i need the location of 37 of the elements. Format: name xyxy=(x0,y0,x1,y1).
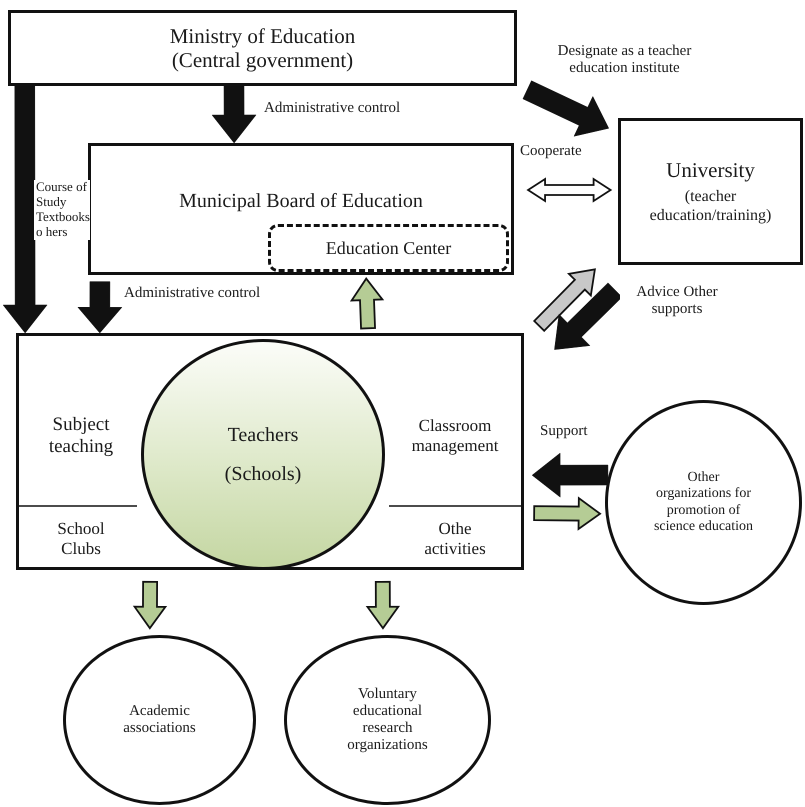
process-box xyxy=(88,143,514,275)
hollow-arrow xyxy=(350,277,384,330)
node-label: Academic associations xyxy=(122,702,197,738)
node-label: University xyxy=(666,158,755,182)
container-box xyxy=(16,333,524,570)
block-arrow xyxy=(78,281,122,334)
node-label: Ministry of Education (Central government) xyxy=(168,24,356,72)
hollow-arrow xyxy=(532,268,596,332)
block-arrow xyxy=(522,80,609,136)
edge-label: Cooperate xyxy=(518,143,584,160)
circle-node xyxy=(284,635,491,805)
block-arrow xyxy=(532,452,608,498)
circle-node xyxy=(63,635,256,805)
process-box xyxy=(8,10,517,86)
block-arrow xyxy=(2,86,48,334)
node-label: Education Center xyxy=(326,238,452,258)
block-arrow xyxy=(212,86,256,144)
hollow-arrow xyxy=(526,177,612,203)
node-label: Teachers xyxy=(228,424,298,446)
dashed-box xyxy=(268,224,509,272)
block-arrow xyxy=(554,282,622,350)
node-label: (teacher education/training) xyxy=(648,188,772,225)
node-label: Othe activities xyxy=(423,519,487,559)
node-label: Subject teaching xyxy=(48,414,114,458)
circle-node xyxy=(605,400,802,605)
node-label: Municipal Board of Education xyxy=(179,190,423,213)
hollow-arrow xyxy=(132,580,168,630)
node-label: Other organizations for promotion of science education xyxy=(652,470,754,535)
node-label: Classroom management xyxy=(410,416,500,456)
hollow-arrow xyxy=(366,580,400,630)
node-label: School Clubs xyxy=(56,519,106,559)
node-label: (Schools) xyxy=(224,462,302,486)
edge-label: Course of Study Textbooks o hers xyxy=(34,180,90,240)
process-box xyxy=(618,118,803,265)
edge-label: Support xyxy=(538,423,590,440)
hollow-arrow xyxy=(533,496,602,531)
node-label: Voluntary educational research organizations xyxy=(346,686,429,754)
